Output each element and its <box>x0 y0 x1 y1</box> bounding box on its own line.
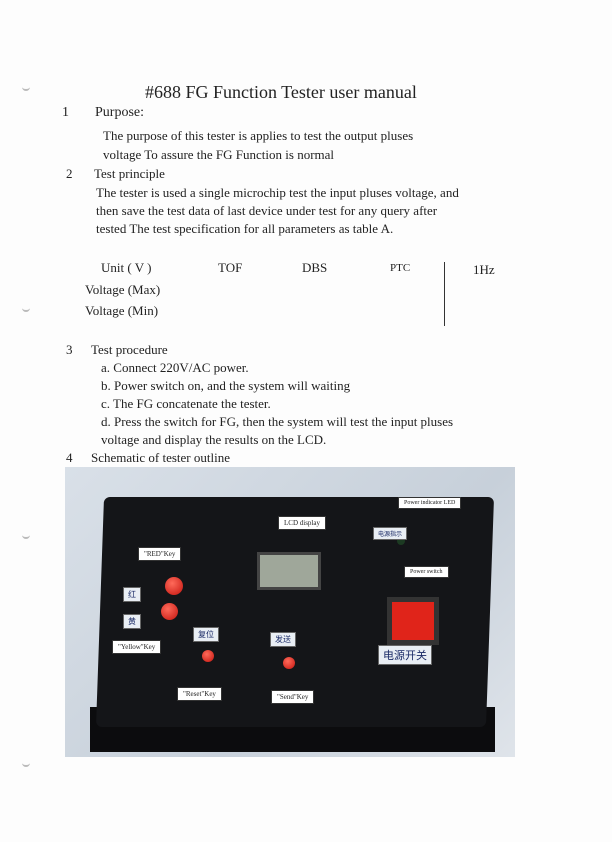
section-heading: Test procedure <box>91 342 168 357</box>
lcd-screen <box>257 552 321 590</box>
panel-label-red: 红 <box>123 587 141 602</box>
procedure-step: a. Connect 220V/AC power. <box>101 360 249 375</box>
table-row-label: Voltage (Max) <box>85 282 161 297</box>
section-number: 2 <box>66 166 73 181</box>
paragraph-line: tested The test specification for all pa… <box>96 221 394 236</box>
table-header: DBS <box>302 260 328 275</box>
section-number: 3 <box>66 342 73 357</box>
panel-label-reset: 复位 <box>193 627 219 642</box>
section-heading: Test principle <box>94 166 165 181</box>
callout-power-switch: Power switch <box>404 566 449 578</box>
panel-label-yellow: 黄 <box>123 614 141 629</box>
scan-mark <box>22 760 30 767</box>
table-header: PTC <box>390 262 411 274</box>
callout-reset-key: "Reset"Key <box>177 687 222 701</box>
section-heading: Schematic of tester outline <box>91 450 230 465</box>
scan-mark <box>22 84 30 91</box>
paragraph-line: voltage To assure the FG Function is nor… <box>103 147 335 162</box>
red-key-button <box>165 577 183 595</box>
paragraph-line: The tester is used a single microchip te… <box>96 185 459 200</box>
callout-red-key: "RED"Key <box>138 547 182 561</box>
callout-lcd-display: LCD display <box>278 516 326 530</box>
table-row-label: Voltage (Min) <box>85 303 159 318</box>
panel-label-power-led: 电源指示 <box>373 527 408 540</box>
callout-yellow-key: "Yellow"Key <box>112 640 162 654</box>
power-led <box>397 537 405 545</box>
procedure-step: voltage and display the results on the L… <box>101 432 327 447</box>
procedure-step: c. The FG concatenate the tester. <box>101 396 271 411</box>
callout-send-key: "Send"Key <box>271 690 315 704</box>
table-divider <box>444 262 445 326</box>
reset-key-button <box>202 650 214 662</box>
paragraph-line: The purpose of this tester is applies to… <box>103 128 414 143</box>
procedure-step: b. Power switch on, and the system will … <box>101 378 351 393</box>
section-number: 4 <box>66 450 73 465</box>
section-heading: Purpose: <box>95 105 144 120</box>
table-header: 1Hz <box>473 262 495 277</box>
yellow-key-button <box>161 603 178 620</box>
table-header: TOF <box>218 260 243 275</box>
page-title: #688 FG Function Tester user manual <box>145 82 417 102</box>
callout-power-led: Power indicator LED <box>398 497 462 509</box>
tester-photo: 红 黄 复位 发送 电源开关 电源指示 "RED"Key "Yellow"Key… <box>65 467 515 757</box>
panel-label-power-switch: 电源开关 <box>378 645 432 665</box>
procedure-step: d. Press the switch for FG, then the sys… <box>101 414 454 429</box>
table-header: Unit ( V ) <box>101 260 152 275</box>
scan-mark <box>22 532 30 539</box>
paragraph-line: then save the test data of last device u… <box>96 203 438 218</box>
power-switch <box>387 597 439 645</box>
panel-label-send: 发送 <box>270 632 296 647</box>
section-number: 1 <box>62 105 69 120</box>
scan-mark <box>22 305 30 312</box>
send-key-button <box>283 657 295 669</box>
